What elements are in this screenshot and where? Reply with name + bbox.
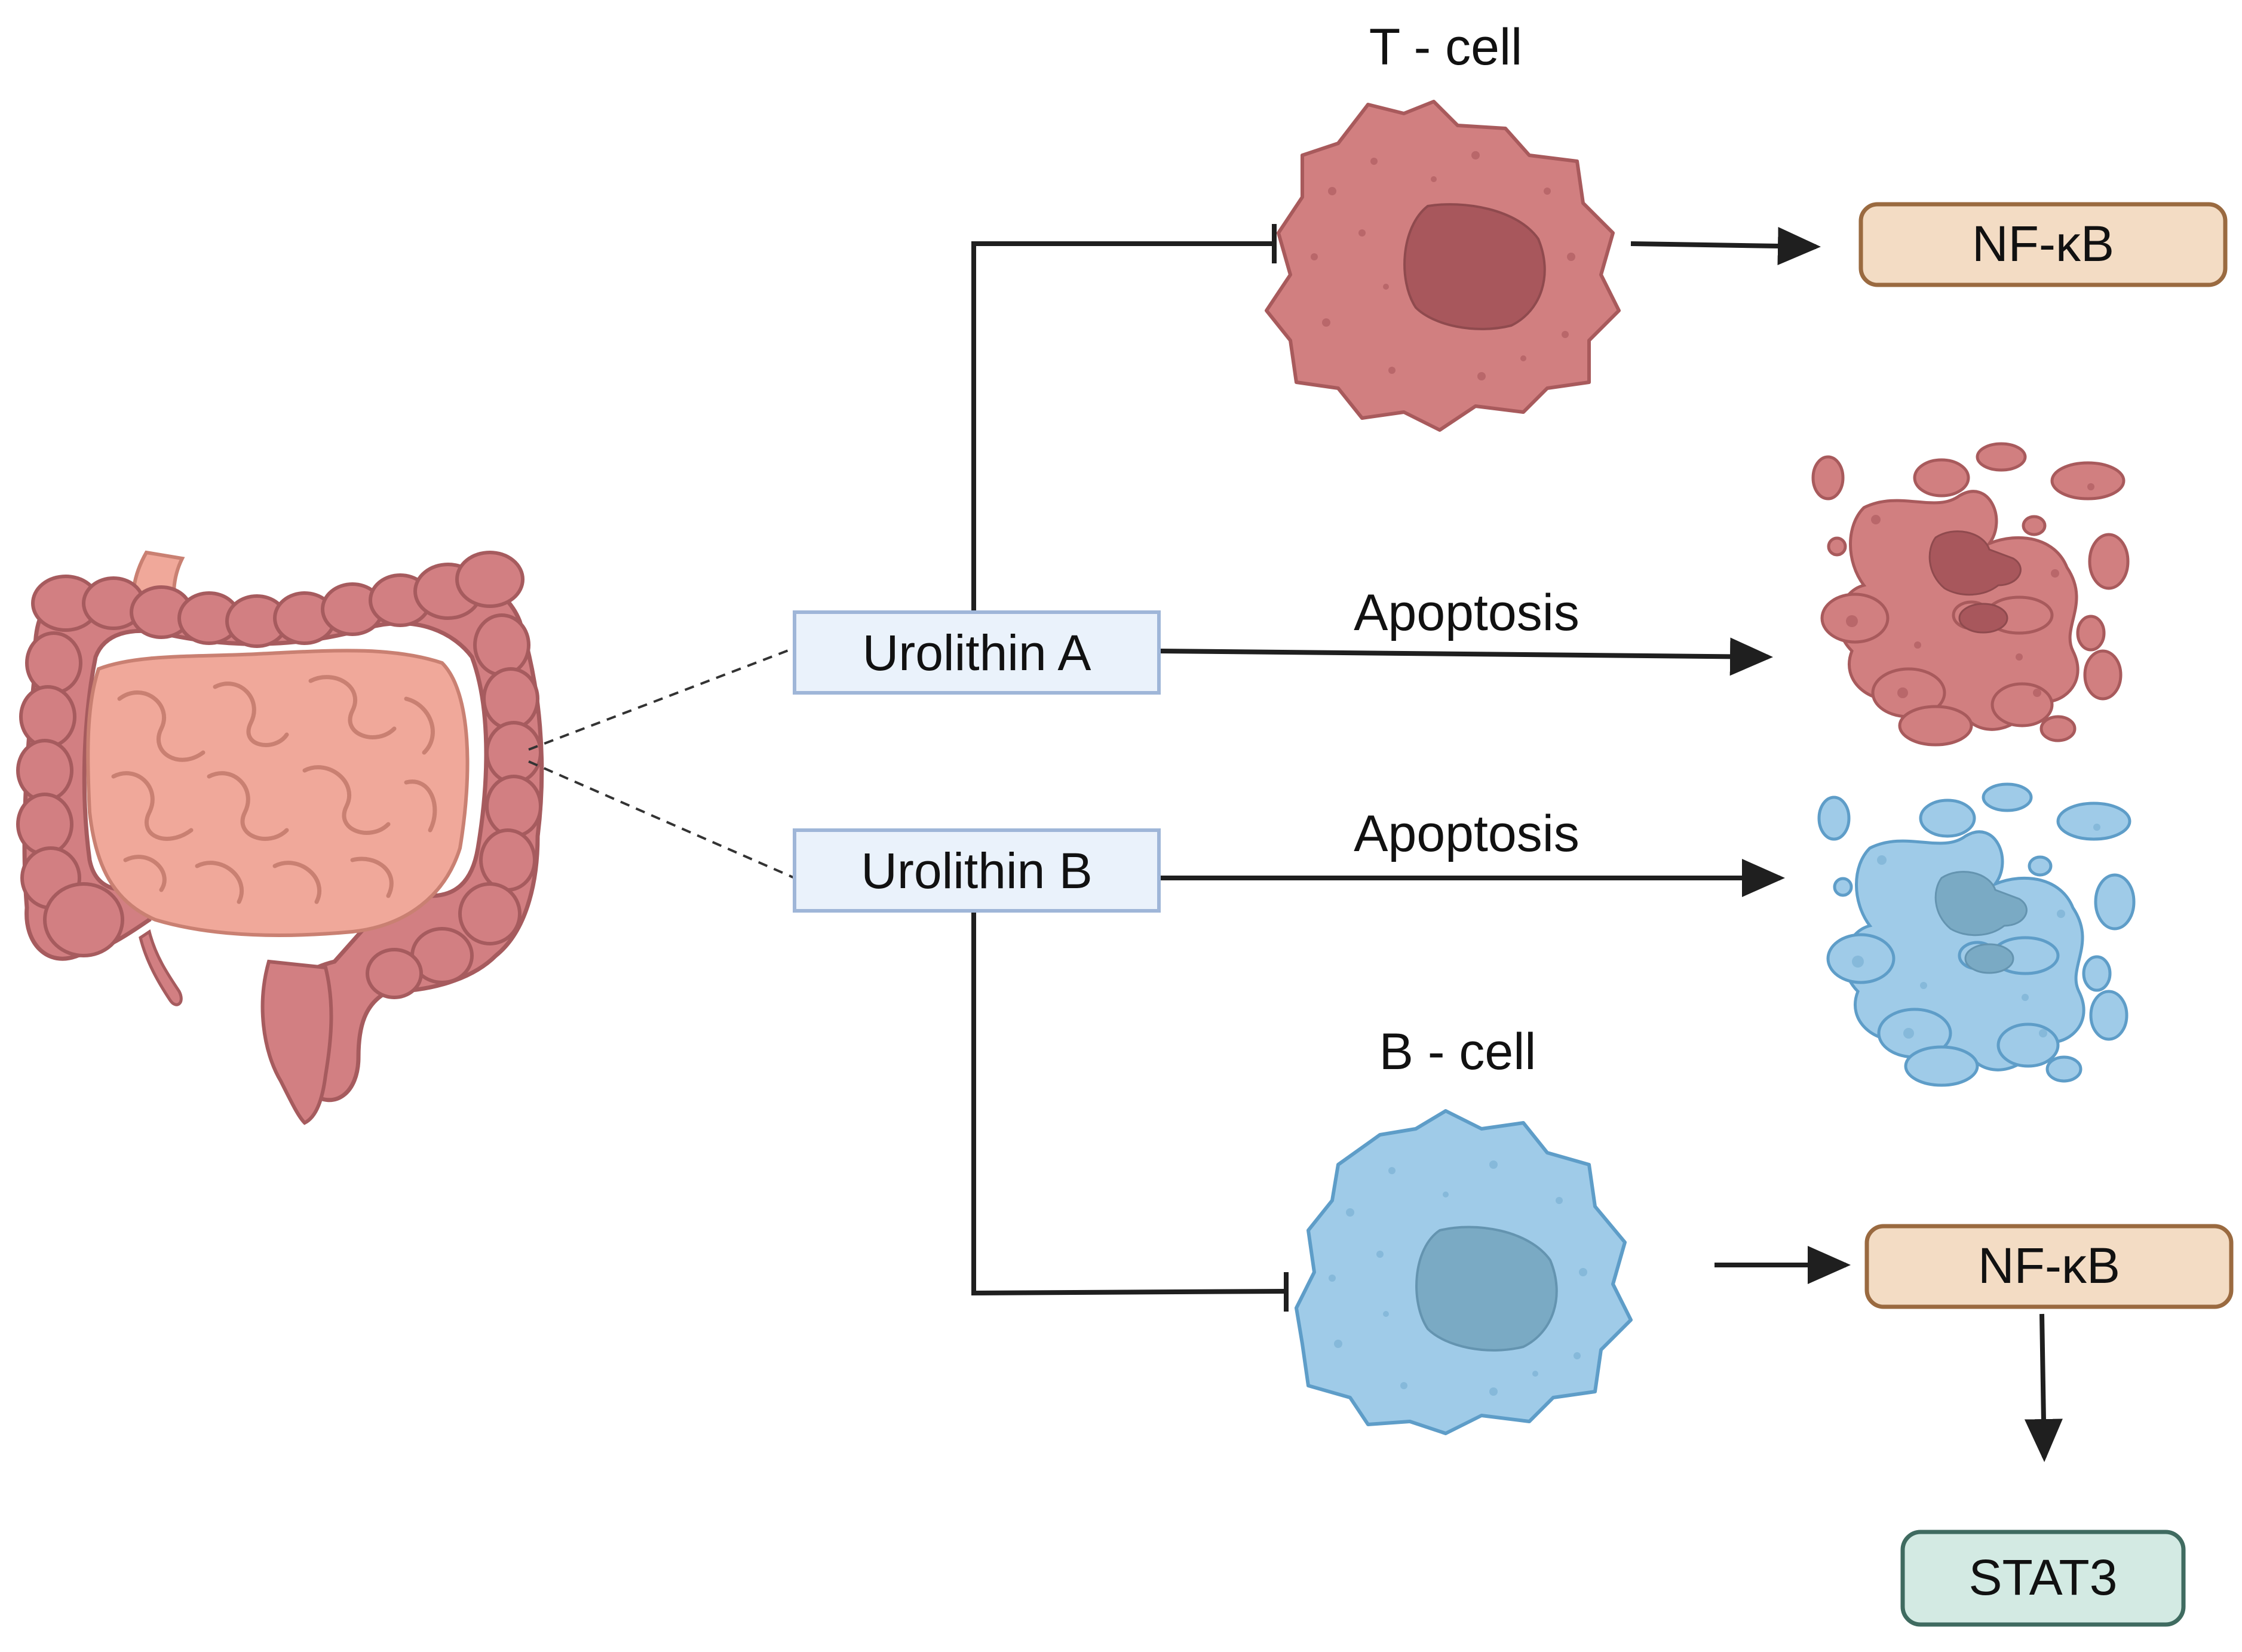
urolithin-a-apoptosis-arrow <box>1158 637 1773 676</box>
nfkb-to-stat3-arrow <box>2024 1313 2063 1462</box>
dashed-connector-b <box>528 760 795 879</box>
urolithin-a-box: Urolithin A <box>793 610 1161 695</box>
apoptotic-b-spots <box>1852 824 2100 1039</box>
nfkb-bottom-label: NF-κB <box>1978 1238 2120 1294</box>
b-cell-illustration <box>1295 1109 1633 1435</box>
apoptotic-t-cell-illustration <box>1811 442 2130 747</box>
t-cell-label: T - cell <box>1369 19 1522 76</box>
nfkb-top-box: NF-κB <box>1858 202 2228 287</box>
stat3-box: STAT3 <box>1900 1530 2186 1627</box>
apoptotic-t-spots <box>1846 483 2094 698</box>
t-cell-illustration <box>1265 100 1621 432</box>
apoptotic-b-nuclei <box>1934 871 2028 974</box>
dashed-connector-a <box>528 647 795 751</box>
nfkb-top-label: NF-κB <box>1972 216 2114 272</box>
t-cell-to-nfkb-arrow <box>1630 226 1821 265</box>
urolithin-b-label: Urolithin B <box>861 843 1092 899</box>
apoptosis-label-b: Apoptosis <box>1354 805 1579 862</box>
stat3-label: STAT3 <box>1969 1549 2118 1605</box>
urolithin-b-inhibit-line <box>971 911 1285 1296</box>
b-cell-label: B - cell <box>1379 1023 1536 1080</box>
apoptotic-t-nuclei <box>1928 530 2022 634</box>
urolithin-a-label: Urolithin A <box>863 625 1091 681</box>
urolithin-b-box: Urolithin B <box>793 828 1161 913</box>
nfkb-bottom-box: NF-κB <box>1864 1224 2234 1309</box>
apoptosis-label-a: Apoptosis <box>1354 584 1579 641</box>
intestine-illustration <box>16 550 544 1125</box>
urolithin-a-inhibit-line <box>971 241 1272 612</box>
